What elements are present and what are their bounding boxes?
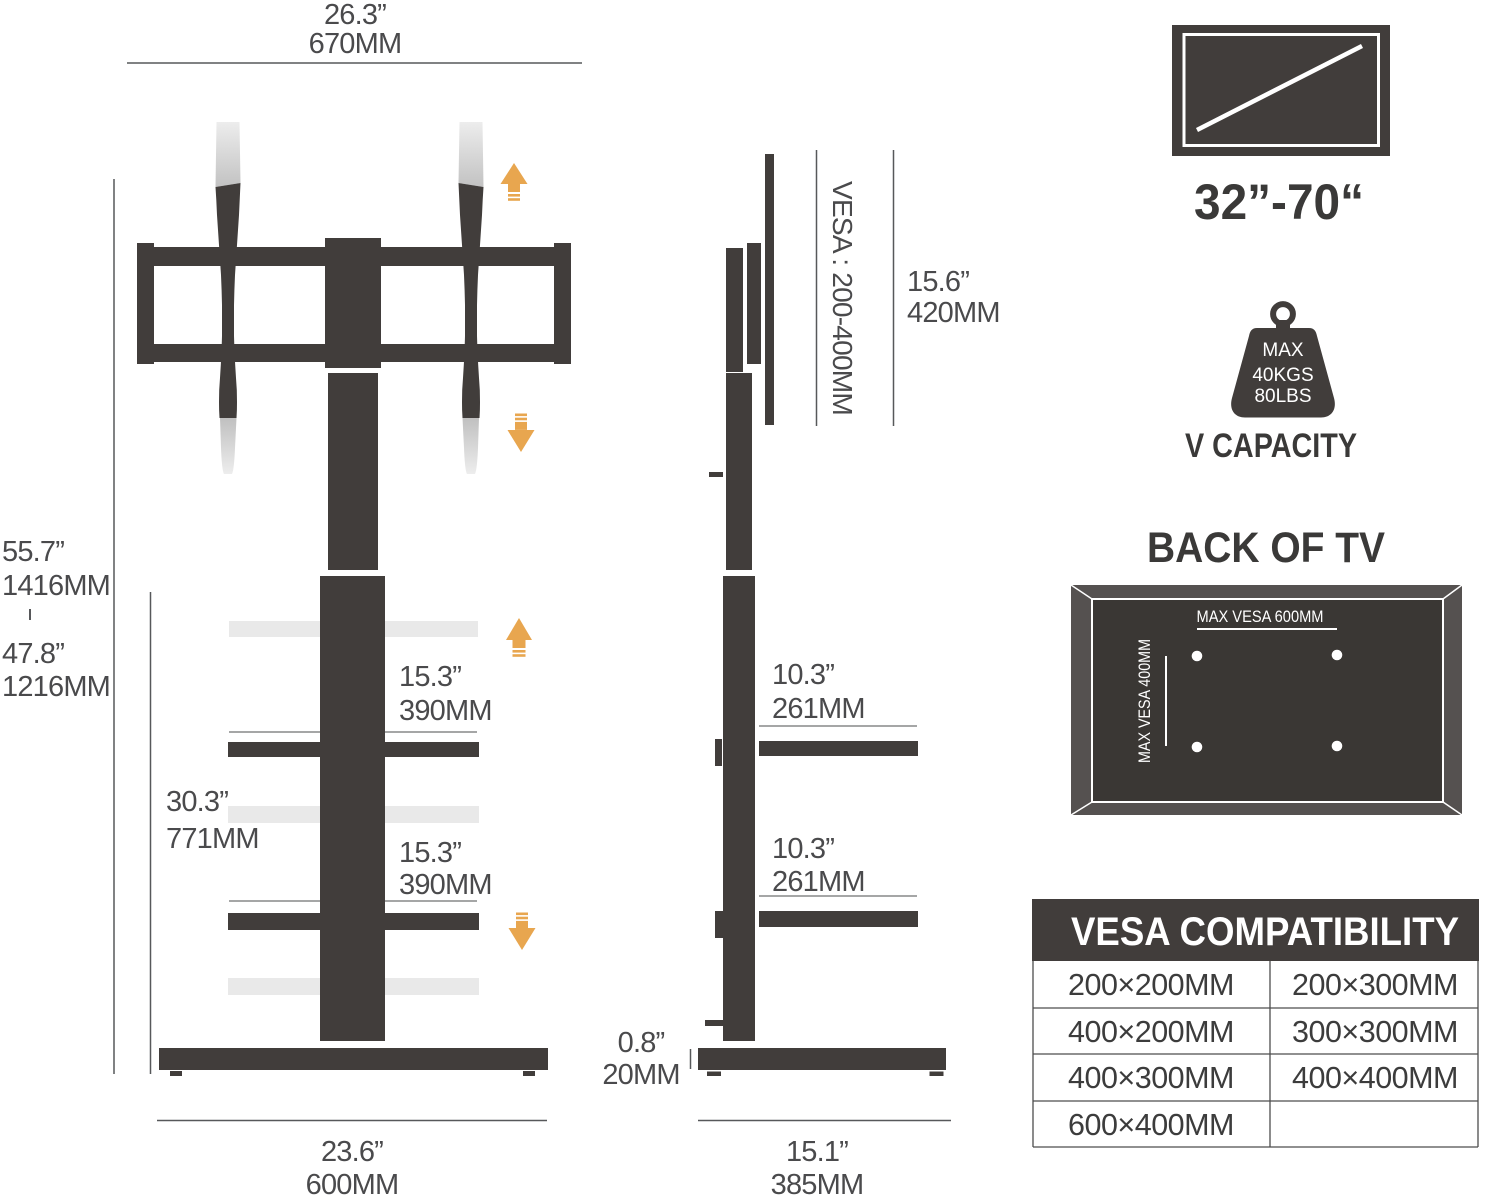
svg-text:15.3”: 15.3” bbox=[399, 661, 461, 693]
svg-text:15.6”: 15.6” bbox=[907, 266, 969, 298]
svg-text:670MM: 670MM bbox=[309, 28, 402, 60]
svg-text:47.8”: 47.8” bbox=[2, 638, 64, 670]
svg-text:261MM: 261MM bbox=[772, 866, 865, 898]
svg-text:20MM: 20MM bbox=[602, 1059, 679, 1091]
svg-text:1416MM: 1416MM bbox=[2, 570, 110, 602]
svg-text:55.7”: 55.7” bbox=[2, 536, 64, 568]
svg-text:30.3”: 30.3” bbox=[166, 786, 228, 818]
svg-text:V CAPACITY: V CAPACITY bbox=[1185, 427, 1357, 465]
svg-text:VESA : 200-400MM: VESA : 200-400MM bbox=[827, 181, 858, 415]
svg-text:BACK OF TV: BACK OF TV bbox=[1147, 524, 1385, 572]
svg-text:0.8”: 0.8” bbox=[618, 1027, 665, 1059]
svg-text:261MM: 261MM bbox=[772, 693, 865, 725]
svg-text:23.6”: 23.6” bbox=[321, 1136, 383, 1168]
svg-text:40KGS: 40KGS bbox=[1252, 365, 1313, 386]
svg-text:MAX: MAX bbox=[1262, 340, 1304, 361]
svg-text:VESA COMPATIBILITY: VESA COMPATIBILITY bbox=[1071, 910, 1459, 954]
svg-text:15.1”: 15.1” bbox=[786, 1136, 848, 1168]
svg-text:420MM: 420MM bbox=[907, 297, 1000, 329]
svg-text:26.3”: 26.3” bbox=[324, 0, 386, 31]
svg-text:390MM: 390MM bbox=[399, 695, 492, 727]
svg-text:385MM: 385MM bbox=[771, 1169, 864, 1197]
svg-text:300×300MM: 300×300MM bbox=[1292, 1015, 1458, 1049]
svg-text:200×300MM: 200×300MM bbox=[1292, 968, 1458, 1002]
svg-text:MAX VESA 600MM: MAX VESA 600MM bbox=[1197, 608, 1324, 626]
svg-text:400×200MM: 400×200MM bbox=[1068, 1015, 1234, 1049]
svg-text:15.3”: 15.3” bbox=[399, 837, 461, 869]
svg-text:32”-70“: 32”-70“ bbox=[1194, 174, 1364, 230]
svg-text:MAX VESA 400MM: MAX VESA 400MM bbox=[1136, 639, 1154, 763]
svg-text:10.3”: 10.3” bbox=[772, 833, 834, 865]
svg-text:400×300MM: 400×300MM bbox=[1068, 1061, 1234, 1095]
svg-text:400×400MM: 400×400MM bbox=[1292, 1061, 1458, 1095]
svg-text:390MM: 390MM bbox=[399, 869, 492, 901]
svg-text:600×400MM: 600×400MM bbox=[1068, 1108, 1234, 1142]
svg-text:600MM: 600MM bbox=[306, 1169, 399, 1197]
svg-text:200×200MM: 200×200MM bbox=[1068, 968, 1234, 1002]
svg-text:80LBS: 80LBS bbox=[1254, 386, 1311, 407]
svg-text:10.3”: 10.3” bbox=[772, 659, 834, 691]
svg-text:771MM: 771MM bbox=[166, 823, 259, 855]
svg-text:1216MM: 1216MM bbox=[2, 671, 110, 703]
